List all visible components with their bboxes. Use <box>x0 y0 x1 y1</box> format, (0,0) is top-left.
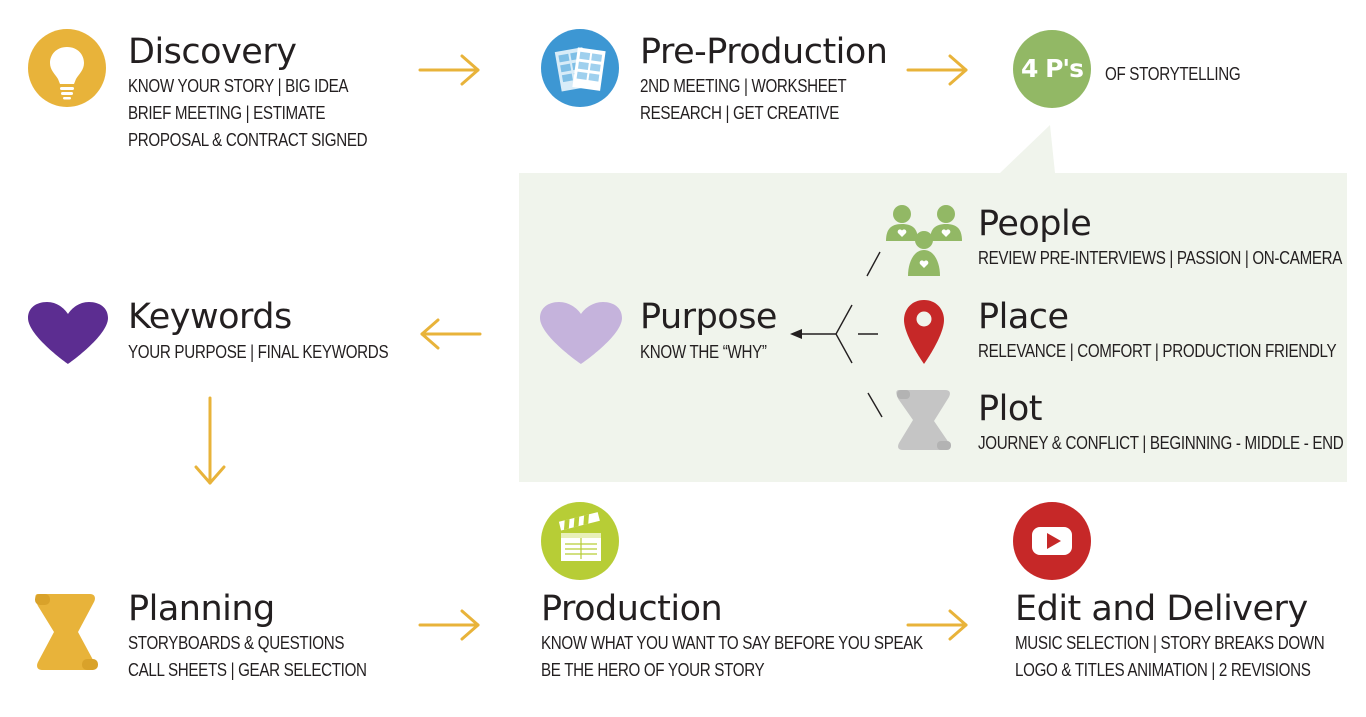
arrow-production-to-edit <box>906 609 968 641</box>
heart-icon <box>540 302 622 364</box>
production-line: BE THE HERO OF YOUR STORY <box>541 659 765 680</box>
discovery-line: KNOW YOUR STORY | BIG IDEA <box>128 75 349 96</box>
planning-line: CALL SHEETS | GEAR SELECTION <box>128 659 367 680</box>
people-details: REVIEW PRE-INTERVIEWS | PASSION | ON-CAM… <box>978 244 1366 271</box>
arrow-preproduction-to-4ps <box>906 54 968 86</box>
discovery-details: KNOW YOUR STORY | BIG IDEA BRIEF MEETING… <box>128 72 420 153</box>
preproduction-line: RESEARCH | GET CREATIVE <box>640 102 839 123</box>
arrow-discovery-to-preproduction <box>418 54 480 86</box>
people-icon <box>886 205 962 276</box>
place-title: Place <box>978 297 1069 337</box>
planning-details: STORYBOARDS & QUESTIONS CALL SHEETS | GE… <box>128 629 419 683</box>
four-ps-badge: 4 P's <box>1013 30 1091 108</box>
keywords-line: YOUR PURPOSE | FINAL KEYWORDS <box>128 341 389 362</box>
discovery-title: Discovery <box>128 32 297 72</box>
people-title: People <box>978 204 1092 244</box>
planning-line: STORYBOARDS & QUESTIONS <box>128 632 345 653</box>
place-details: RELEVANCE | COMFORT | PRODUCTION FRIENDL… <box>978 337 1366 364</box>
production-line: KNOW WHAT YOU WANT TO SAY BEFORE YOU SPE… <box>541 632 923 653</box>
arrow-purpose-to-keywords <box>420 318 482 350</box>
edit-delivery-title: Edit and Delivery <box>1015 589 1308 629</box>
storyboard-icon <box>541 29 619 107</box>
place-line: RELEVANCE | COMFORT | PRODUCTION FRIENDL… <box>978 340 1337 361</box>
preproduction-title: Pre-Production <box>640 32 888 72</box>
four-ps-badge-text: 4 P's <box>1021 54 1084 83</box>
purpose-title: Purpose <box>640 297 777 337</box>
play-button-icon <box>1013 502 1091 580</box>
scroll-icon <box>896 390 951 450</box>
plot-line: JOURNEY & CONFLICT | BEGINNING - MIDDLE … <box>978 432 1344 453</box>
scroll-icon <box>35 594 98 670</box>
four-ps-label: OF STORYTELLING <box>1105 63 1241 84</box>
planning-title: Planning <box>128 589 275 629</box>
edit-delivery-line: LOGO & TITLES ANIMATION | 2 REVISIONS <box>1015 659 1311 680</box>
edit-delivery-details: MUSIC SELECTION | STORY BREAKS DOWN LOGO… <box>1015 629 1366 683</box>
keywords-details: YOUR PURPOSE | FINAL KEYWORDS <box>128 338 445 365</box>
plot-details: JOURNEY & CONFLICT | BEGINNING - MIDDLE … <box>978 429 1366 456</box>
purpose-bracket <box>798 251 883 418</box>
edit-delivery-line: MUSIC SELECTION | STORY BREAKS DOWN <box>1015 632 1325 653</box>
purpose-arrowhead <box>790 329 802 339</box>
preproduction-line: 2ND MEETING | WORKSHEET <box>640 75 847 96</box>
purpose-details: KNOW THE “WHY” <box>640 338 794 365</box>
plot-title: Plot <box>978 389 1042 429</box>
clapperboard-icon <box>541 502 619 580</box>
discovery-line: PROPOSAL & CONTRACT SIGNED <box>128 129 368 150</box>
lightbulb-icon <box>28 29 106 107</box>
purpose-line: KNOW THE “WHY” <box>640 341 767 362</box>
preproduction-details: 2ND MEETING | WORKSHEET RESEARCH | GET C… <box>640 72 892 126</box>
people-line: REVIEW PRE-INTERVIEWS | PASSION | ON-CAM… <box>978 247 1343 268</box>
arrow-planning-to-production <box>418 609 480 641</box>
keywords-title: Keywords <box>128 297 292 337</box>
heart-icon <box>28 302 108 364</box>
production-title: Production <box>541 589 723 629</box>
production-details: KNOW WHAT YOU WANT TO SAY BEFORE YOU SPE… <box>541 629 1007 683</box>
discovery-line: BRIEF MEETING | ESTIMATE <box>128 102 326 123</box>
map-pin-icon <box>904 300 944 364</box>
arrow-keywords-to-planning <box>194 396 226 485</box>
